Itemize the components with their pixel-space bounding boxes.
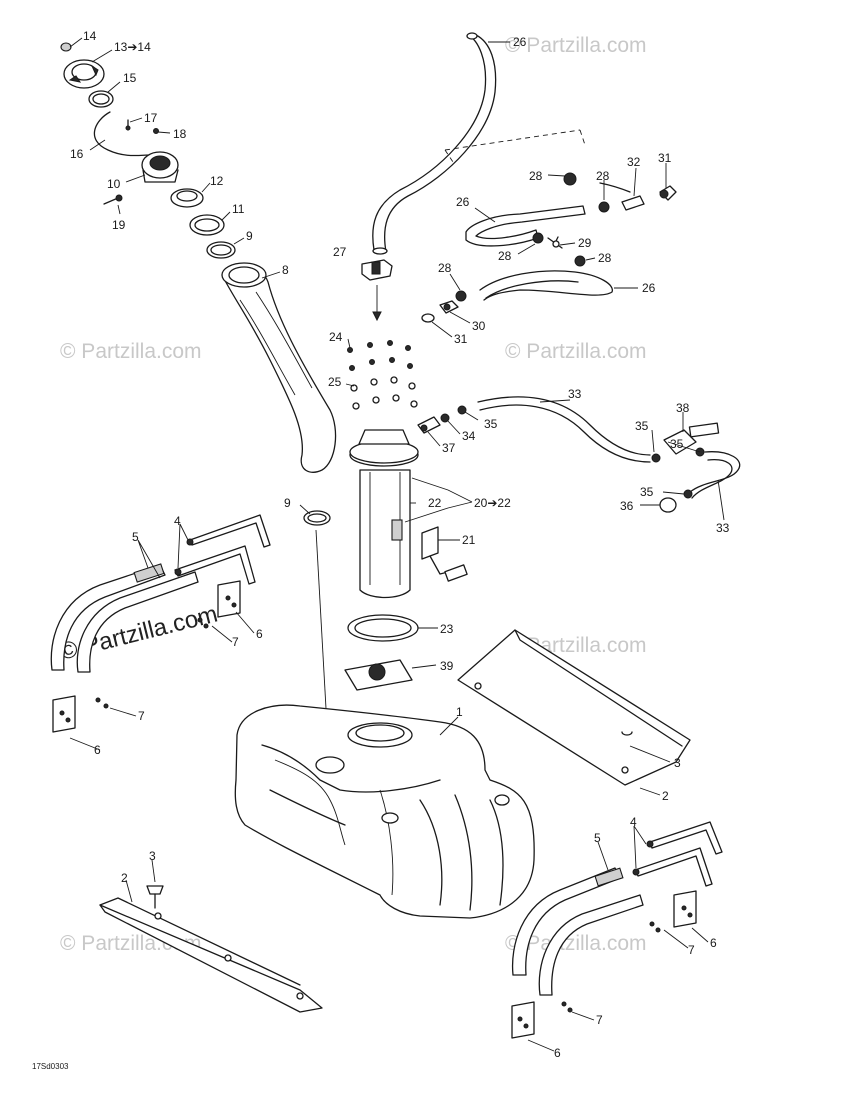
watermark: © Partzilla.com — [60, 340, 202, 363]
vent-fittings-group — [421, 172, 677, 323]
callout-label: 35 — [484, 417, 498, 431]
callout-label: 4 — [630, 815, 637, 829]
callout-label: 4 — [174, 514, 181, 528]
straps-left — [50, 514, 271, 733]
callout-label: 23 — [440, 622, 454, 636]
callout-label: 34 — [462, 429, 476, 443]
callout-label: 9 — [284, 496, 291, 510]
callout-label: 14 — [83, 29, 97, 43]
callout-label: 28 — [596, 169, 610, 183]
callout-label: 1 — [456, 705, 463, 719]
pump-hardware-24-25 — [347, 340, 418, 410]
callout-label: 33 — [568, 387, 582, 401]
callout-label: 6 — [554, 1046, 561, 1060]
vent-valve-27 — [361, 259, 393, 322]
callout-label: 7 — [232, 635, 239, 649]
callout-label: 2 — [662, 789, 669, 803]
callout-label: 35 — [640, 485, 654, 499]
callout-labels: 14 13➔14 15 17 18 16 10 19 12 11 9 8 26 … — [70, 29, 730, 1060]
callout-label: 32 — [627, 155, 641, 169]
callout-label: 27 — [333, 245, 347, 259]
decal-39 — [344, 659, 413, 691]
callout-label: 26 — [513, 35, 527, 49]
callout-label: 11 — [232, 202, 245, 216]
callout-label: 5 — [132, 530, 139, 544]
leader-lines — [69, 37, 725, 1052]
callout-label: 13➔14 — [114, 40, 151, 54]
callout-label: 7 — [138, 709, 145, 723]
callout-label: 18 — [173, 127, 187, 141]
callout-label: 15 — [123, 71, 137, 85]
callout-label: 35 — [635, 419, 649, 433]
watermark: © Partzilla.com — [505, 340, 647, 363]
callout-label: 26 — [642, 281, 656, 295]
callout-label: 28 — [498, 249, 512, 263]
callout-label: 2 — [121, 871, 128, 885]
callout-label: 22 — [428, 496, 442, 510]
callout-label: 31 — [454, 332, 468, 346]
callout-label: 17 — [144, 111, 158, 125]
callout-label: 6 — [710, 936, 717, 950]
callout-label: 28 — [529, 169, 543, 183]
callout-label: 19 — [112, 218, 126, 232]
callout-label: 29 — [578, 236, 592, 250]
support-plates — [99, 629, 691, 1013]
callout-label: 9 — [246, 229, 253, 243]
watermark: © Partzilla.com — [505, 932, 647, 955]
callout-label: 28 — [438, 261, 452, 275]
callout-label: 37 — [442, 441, 456, 455]
callout-label: 20➔22 — [474, 496, 511, 510]
callout-label: 26 — [456, 195, 470, 209]
callout-label: 10 — [107, 177, 121, 191]
callout-label: 31 — [658, 151, 672, 165]
straps-right — [511, 821, 723, 1039]
callout-label: 6 — [256, 627, 263, 641]
watermark: © Partzilla.com — [505, 34, 647, 57]
callout-label: 5 — [594, 831, 601, 845]
fuel-pump-assembly — [349, 405, 468, 599]
callout-label: 6 — [94, 743, 101, 757]
callout-label: 30 — [472, 319, 486, 333]
diagram-code: 17Sd0303 — [32, 1062, 69, 1071]
callout-label: 33 — [716, 521, 730, 535]
callout-label: 25 — [328, 375, 342, 389]
gasket-23 — [347, 614, 419, 642]
callout-label: 16 — [70, 147, 84, 161]
vent-hose-26 — [372, 32, 586, 255]
callout-label: 36 — [620, 499, 634, 513]
callout-label: 3 — [674, 756, 681, 770]
callout-label: 38 — [676, 401, 690, 415]
callout-label: 35 — [670, 437, 684, 451]
callout-label: 7 — [596, 1013, 603, 1027]
callout-label: 24 — [329, 330, 343, 344]
callout-label: 7 — [688, 943, 695, 957]
callout-label: 12 — [210, 174, 224, 188]
filler-cap-assembly — [60, 42, 337, 473]
return-line-33 — [477, 396, 741, 513]
callout-label: 21 — [462, 533, 476, 547]
callout-label: 28 — [598, 251, 612, 265]
callout-label: 8 — [282, 263, 289, 277]
fuel-tank — [234, 704, 535, 919]
callout-label: 39 — [440, 659, 454, 673]
callout-label: 3 — [149, 849, 156, 863]
